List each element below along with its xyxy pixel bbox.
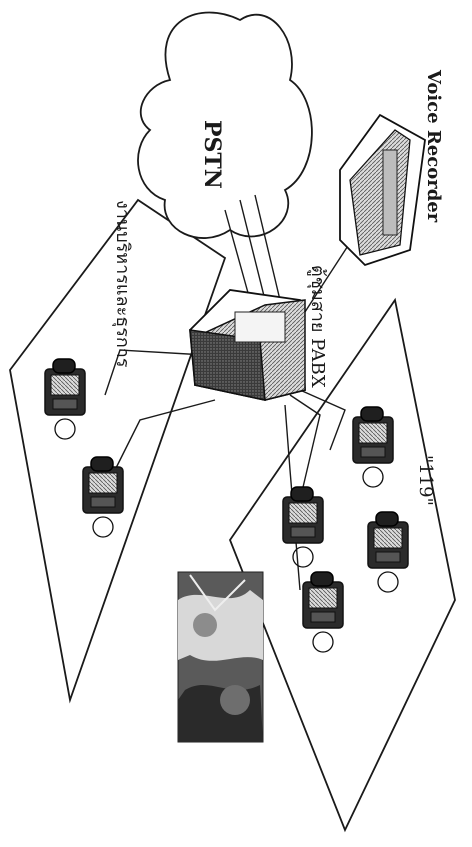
pstn-label: PSTN — [199, 120, 225, 189]
admin-phone-2 — [83, 457, 123, 537]
callcenter-phone-1 — [353, 407, 393, 487]
admin-phone-1 — [45, 359, 85, 439]
callcenter-phone-4 — [303, 572, 343, 652]
hotline-label: "119" — [415, 455, 436, 506]
callcenter-phone-2 — [283, 487, 323, 567]
voice-recorder — [340, 115, 425, 265]
admin-office-label: งานบริหารและธุรการ — [112, 200, 133, 368]
voice-recorder-label: Voice Recorder — [423, 69, 444, 223]
callcenter-phone-3 — [368, 512, 408, 592]
photo-inset — [178, 572, 263, 742]
pabx-label: ตู้ชุมสาย PABX — [307, 265, 328, 388]
